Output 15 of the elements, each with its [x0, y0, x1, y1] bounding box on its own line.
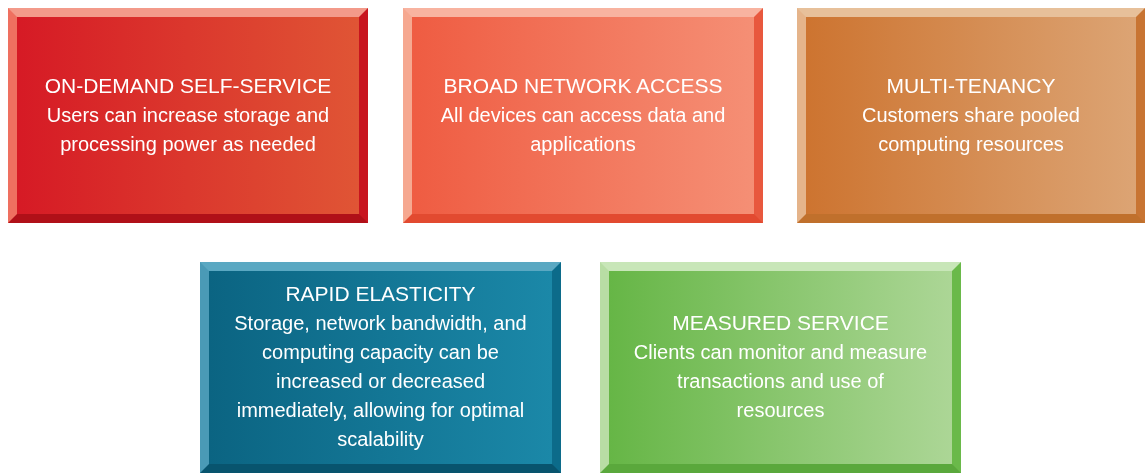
- multi-tenancy-box: [797, 8, 1145, 223]
- elasticity-box: [200, 262, 561, 473]
- self-service-box: [8, 8, 368, 223]
- box-heading: MEASURED SERVICE: [672, 310, 889, 336]
- network-access-box: [403, 8, 763, 223]
- box-heading: ON-DEMAND SELF-SERVICE: [44, 72, 332, 99]
- box-heading: RAPID ELASTICITY: [285, 281, 476, 307]
- box-description: Clients can monitor and measure transactions and use of resources: [632, 340, 929, 423]
- box-description: Storage, network bandwidth, and computing capacity can be increased or decreased immediately, allowing for optimal scalability: [233, 311, 528, 452]
- box-heading: MULTI-TENANCY: [886, 72, 1056, 99]
- box-description: Users can increase storage and processing power as needed: [45, 102, 331, 157]
- box-description: All devices can access data and applications: [439, 102, 727, 157]
- measured-service-box: [600, 262, 961, 473]
- box-description: Customers share pooled computing resources: [861, 102, 1081, 157]
- box-heading: BROAD NETWORK ACCESS: [443, 72, 723, 99]
